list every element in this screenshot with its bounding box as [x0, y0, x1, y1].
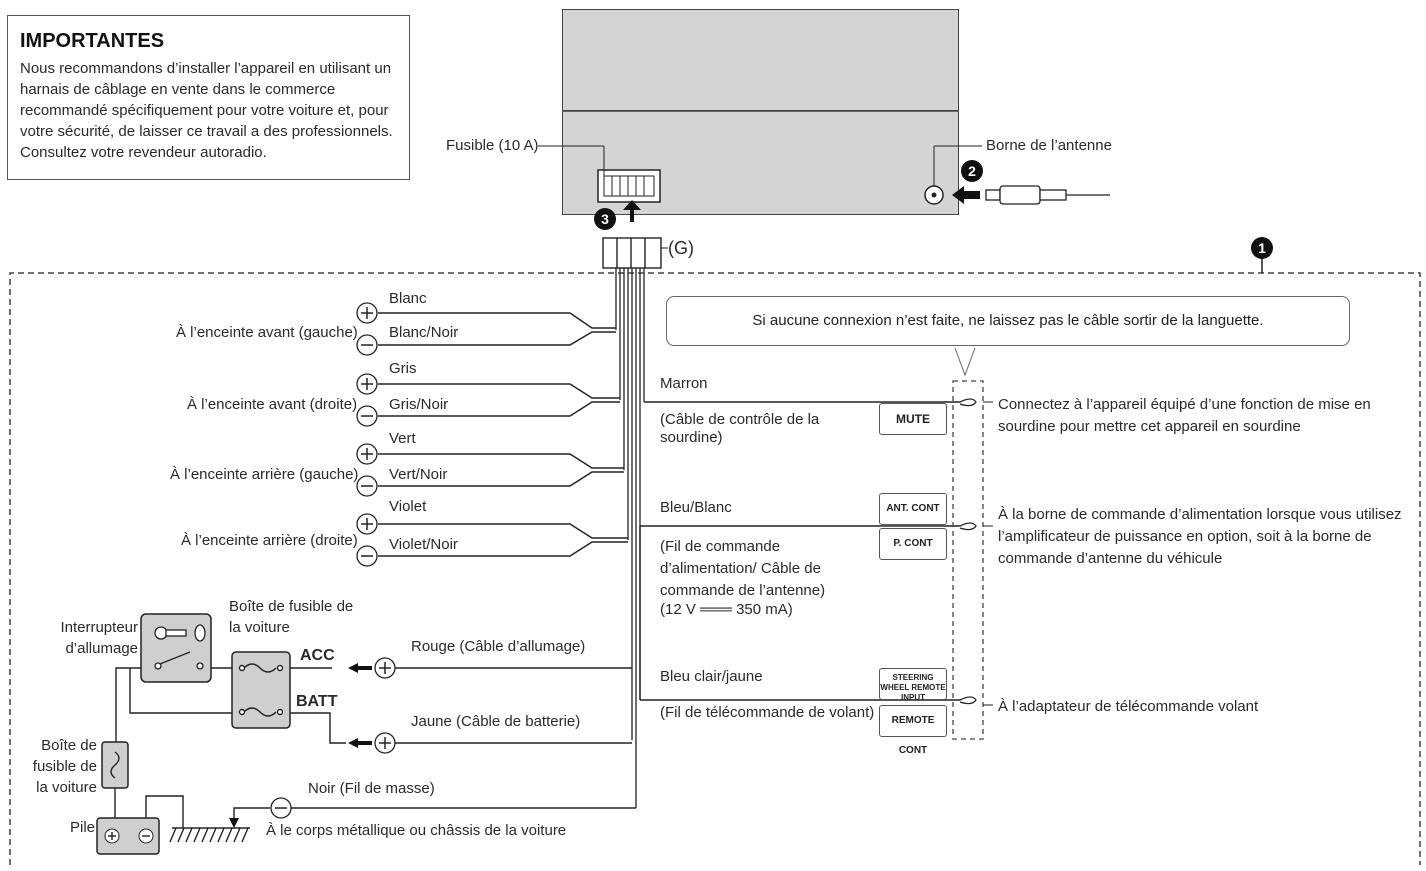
fuse2-label: Boîte de fusible de la voiture	[32, 737, 97, 796]
rear-connector	[597, 169, 661, 203]
marker-1: 1	[1251, 237, 1273, 259]
steering-target: À l’adaptateur de télécommande volant	[998, 698, 1259, 715]
acc-label: ACC	[300, 647, 335, 664]
battery	[96, 817, 160, 855]
battery-label: Pile	[70, 819, 96, 836]
tab-area	[952, 380, 984, 740]
wire-white: Blanc	[389, 290, 427, 307]
car-fuse-box	[231, 651, 291, 729]
wire-green: Vert	[389, 430, 416, 447]
note-title: IMPORTANTES	[20, 30, 165, 52]
wire-yellow: Jaune (Câble de batterie)	[411, 713, 581, 730]
wire-violet: Violet	[389, 498, 427, 515]
speaker-rear-right-label: À l’enceinte arrière (droite)	[181, 532, 358, 549]
power-target: À la borne de commande d’alimentation lo…	[998, 506, 1402, 567]
callout-box: Si aucune connexion n’est faite, ne lais…	[666, 296, 1350, 346]
callout-text: Si aucune connexion n’est faite, ne lais…	[752, 312, 1264, 329]
speaker-front-right-label: À l’enceinte avant (droite)	[187, 396, 358, 413]
wire-blue-white: Bleu/Blanc	[660, 499, 732, 516]
ignition-label: Interrupteur d’allumage	[60, 619, 138, 657]
speaker-rear-left-label: À l’enceinte arrière (gauche)	[170, 466, 359, 483]
wire-red: Rouge (Câble d’allumage)	[411, 638, 586, 655]
fuse-label: Fusible (10 A)	[446, 137, 539, 154]
ant-cont-tag: ANT. CONT	[879, 493, 947, 525]
antenna-label: Borne de l’antenne	[986, 137, 1112, 154]
power-spec: (12 V ═══ 350 mA)	[660, 601, 793, 618]
arrow-left-icon	[952, 186, 980, 204]
wire-grey-black: Gris/Noir	[389, 396, 449, 413]
harness-plug	[602, 237, 662, 269]
antenna-plug	[985, 185, 1110, 205]
steering-desc: (Fil de télécommande de volant)	[660, 704, 875, 721]
head-unit-front	[562, 9, 959, 111]
wire-black-ground: Noir (Fil de masse)	[308, 780, 435, 797]
ground-connector-label: (G)	[668, 238, 694, 258]
wire-light-blue-yellow: Bleu clair/jaune	[660, 668, 763, 685]
remote-cont-tag: REMOTE CONT	[879, 705, 947, 756]
mute-tag: MUTE	[879, 403, 947, 435]
speaker-front-left-label: À l’enceinte avant (gauche)	[176, 324, 358, 341]
marker-2: 2	[961, 160, 983, 182]
mute-desc: (Câble de contrôle de la sourdine)	[660, 411, 820, 446]
power-desc: (Fil de commande d’alimentation/ Câble d…	[660, 538, 826, 599]
arrow-up-icon	[623, 200, 641, 222]
wire-brown: Marron	[660, 375, 708, 392]
steering-input-tag: STEERING WHEEL REMOTE INPUT	[879, 668, 947, 702]
arrow-left-icon	[348, 738, 372, 748]
fusebox-label: Boîte de fusible de la voiture	[229, 598, 354, 636]
ground-target: À le corps métallique ou châssis de la v…	[266, 822, 567, 839]
batt-label: BATT	[296, 693, 338, 710]
marker-3: 3	[594, 208, 616, 230]
wire-white-black: Blanc/Noir	[389, 324, 459, 341]
ignition-switch	[140, 613, 212, 683]
wire-grey: Gris	[389, 360, 417, 377]
chassis-ground	[169, 827, 250, 843]
p-cont-tag: P. CONT	[879, 528, 947, 560]
mute-target: Connectez à l’appareil équipé d’une fonc…	[998, 396, 1371, 435]
arrow-left-icon	[348, 663, 372, 673]
important-note-box: IMPORTANTES Nous recommandons d’installe…	[7, 15, 410, 180]
note-body: Nous recommandons d’installer l’appareil…	[20, 60, 393, 161]
wire-violet-black: Violet/Noir	[389, 536, 458, 553]
wire-green-black: Vert/Noir	[389, 466, 448, 483]
harness-boundary	[9, 272, 1421, 865]
